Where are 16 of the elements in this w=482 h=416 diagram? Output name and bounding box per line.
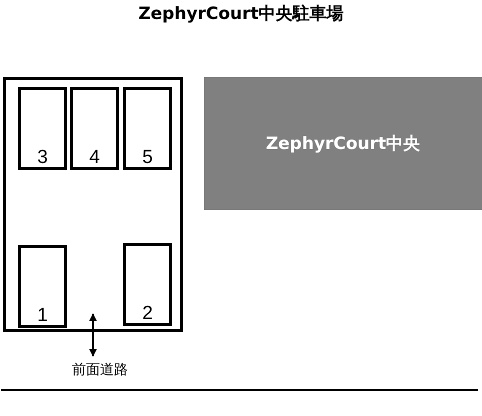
space-number: 1 bbox=[36, 305, 49, 327]
parking-lot-outline bbox=[3, 77, 183, 332]
parking-space bbox=[18, 245, 67, 328]
building-name: ZephyrCourt中央 bbox=[266, 133, 420, 155]
parking-space bbox=[18, 87, 67, 170]
space-number: 2 bbox=[141, 303, 154, 325]
double-arrow bbox=[89, 313, 97, 357]
parking-space bbox=[123, 87, 172, 170]
title: ZephyrCourt中央駐車場 bbox=[138, 3, 344, 25]
parking-space bbox=[123, 243, 172, 326]
space-number: 5 bbox=[141, 147, 154, 169]
parking-space bbox=[70, 87, 119, 170]
road-name: 前面道路 bbox=[72, 361, 128, 379]
space-number: 4 bbox=[88, 147, 101, 169]
building-block bbox=[204, 77, 482, 210]
space-number: 3 bbox=[36, 147, 49, 169]
